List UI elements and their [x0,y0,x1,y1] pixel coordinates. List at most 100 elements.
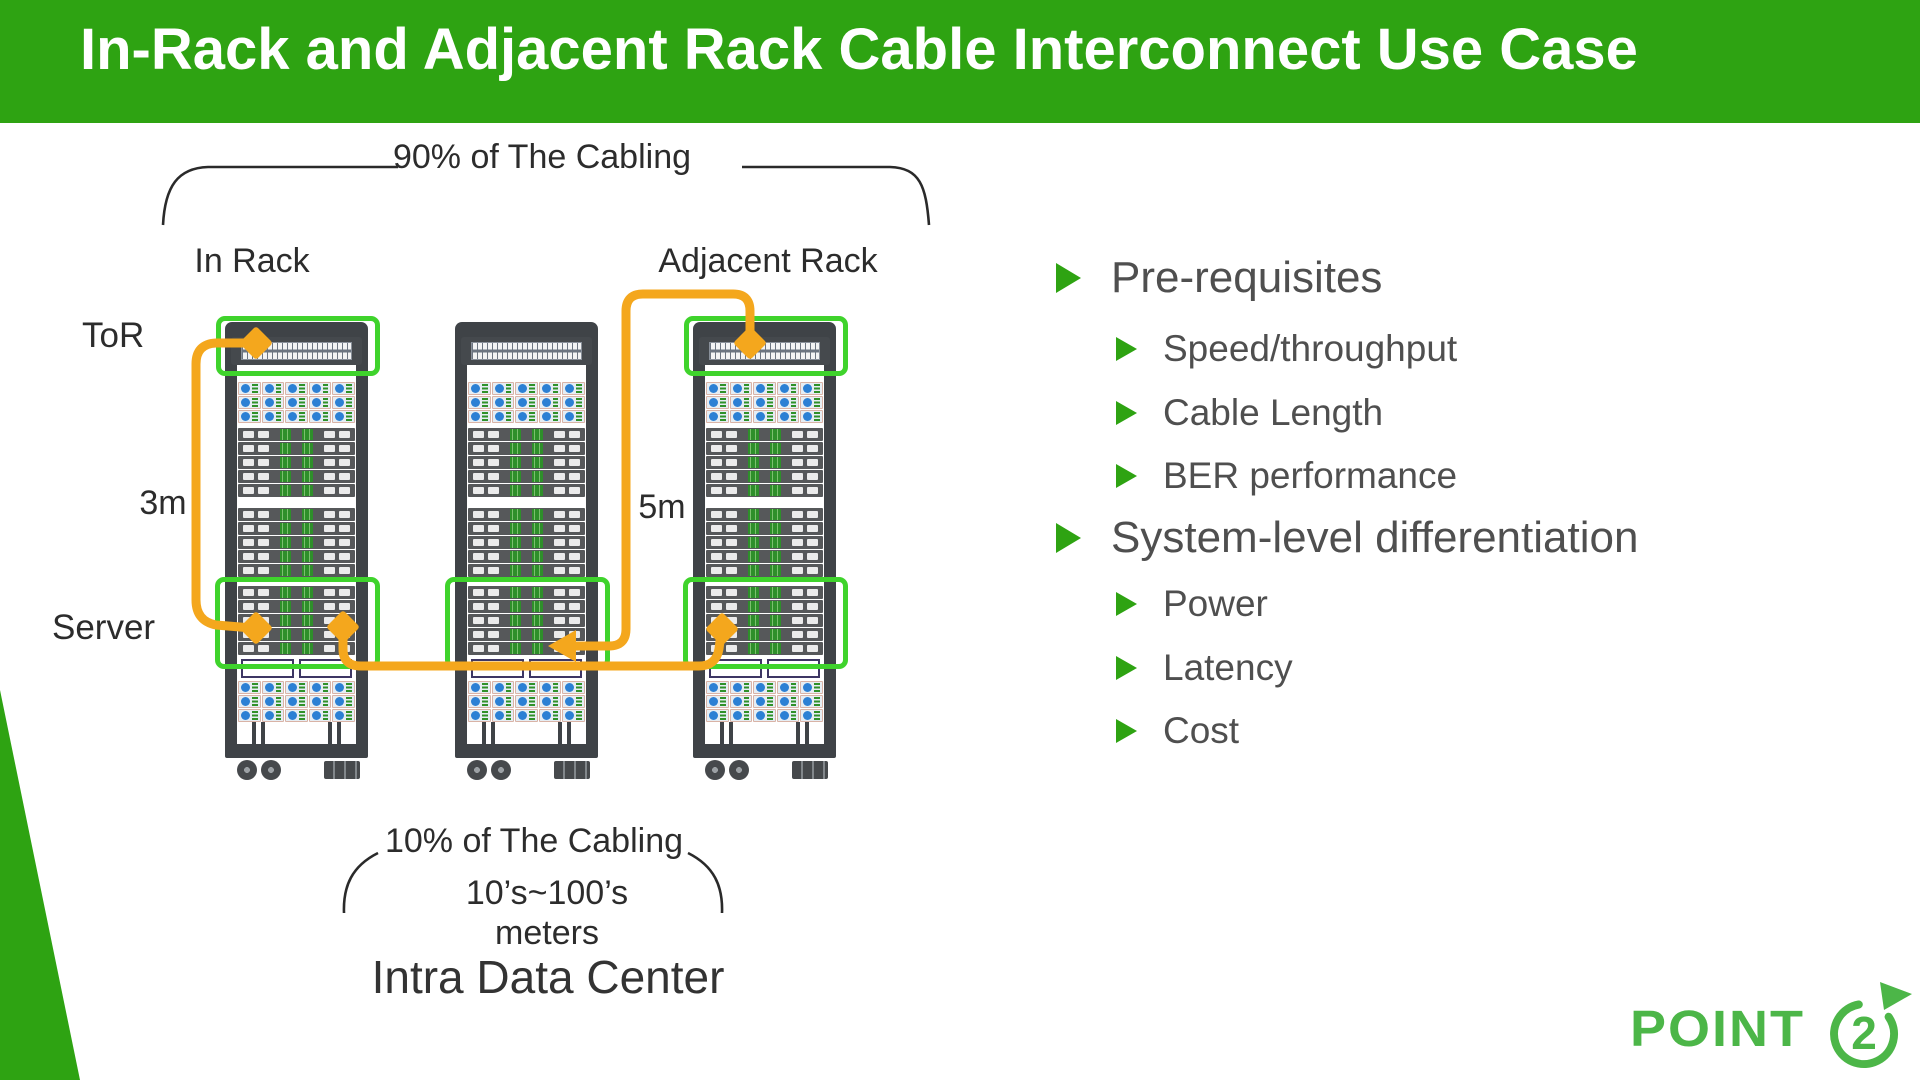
patch-module [800,382,823,395]
port-led-icon [471,711,480,720]
patch-module [238,396,261,409]
patch-module [332,410,355,423]
brand-logo-badge: 2 [1830,982,1912,1068]
port-led-icon [732,412,742,421]
port-led-icon [311,384,321,393]
patch-module [753,709,776,722]
server-unit [706,522,823,535]
server-unit [238,550,355,563]
rack-leg [720,722,733,746]
rack-leg [482,722,495,746]
tor-switch-unit [461,337,592,365]
patch-module [776,695,800,708]
server-unit [238,536,355,549]
server-unit [468,564,585,577]
port-led-icon [241,412,250,421]
rack-adjacent [683,316,848,782]
server-unit [468,456,585,469]
port-led-icon [264,683,274,692]
server-highlight-box [215,577,380,669]
server-unit [706,442,823,455]
port-led-icon [518,683,528,692]
port-led-icon [732,711,742,720]
patch-module [753,695,776,708]
server-unit [238,456,355,469]
port-led-icon [709,711,718,720]
patch-module [800,410,823,423]
port-led-icon [494,683,504,692]
patch-module [238,410,261,423]
patch-module [468,396,491,409]
rack-frame-bottom [693,744,836,758]
port-led-icon [709,683,718,692]
bullet-triangle-icon [1116,719,1137,743]
patch-module [538,396,562,409]
port-led-icon [803,683,813,692]
patch-module [776,709,800,722]
patch-module [706,695,729,708]
patch-module [285,681,308,694]
bullet-label: Pre-requisites [1111,253,1383,302]
patch-module [706,382,729,395]
port-led-icon [335,384,345,393]
patch-module [562,681,585,694]
patch-module [562,709,585,722]
patch-module [261,695,285,708]
bullet-triangle-icon [1116,401,1137,425]
bullet-triangle-icon [1116,337,1137,361]
patch-module [729,681,753,694]
patch-module [491,396,515,409]
server-unit [238,522,355,535]
port-led-icon [494,398,504,407]
patch-module [491,410,515,423]
port-led-icon [541,697,551,706]
port-led-icon [518,697,528,706]
patch-module [468,695,491,708]
port-led-icon [288,711,298,720]
server-unit [238,470,355,483]
server-unit [238,484,355,497]
patch-module [285,396,308,409]
port-led-icon [335,683,345,692]
server-unit [468,470,585,483]
port-led-icon [288,412,298,421]
server-label: Server [52,608,156,647]
port-led-icon [494,384,504,393]
server-unit [238,428,355,441]
distance-range-label: 10’s~100’s [465,874,629,912]
port-led-icon [264,711,274,720]
patch-module [238,681,261,694]
patch-panel [468,382,585,423]
server-unit [706,536,823,549]
patch-module [729,695,753,708]
port-led-icon [541,711,551,720]
port-led-icon [803,398,813,407]
bullet-triangle-icon [1056,523,1081,553]
tor-highlight-box [216,316,380,376]
patch-panel [468,681,585,722]
port-led-icon [471,398,480,407]
rack-rail [693,332,705,746]
patch-module [753,396,776,409]
server-unit [238,442,355,455]
patch-module [308,709,332,722]
rack-rail [455,332,467,746]
patch-module [468,382,491,395]
port-led-icon [241,384,250,393]
distance-unit-label: meters [495,914,599,952]
port-led-icon [732,398,742,407]
logo-circle [1830,1000,1899,1068]
port-led-icon [709,697,718,706]
patch-module [332,382,355,395]
patch-module [332,709,355,722]
caster-wheel-icon [491,760,511,780]
server-unit [706,456,823,469]
patch-module [285,382,308,395]
port-led-icon [756,711,766,720]
patch-module [285,410,308,423]
port-led-icon [756,683,766,692]
port-led-icon [471,697,480,706]
patch-module [800,681,823,694]
patch-module [515,709,538,722]
patch-module [562,695,585,708]
